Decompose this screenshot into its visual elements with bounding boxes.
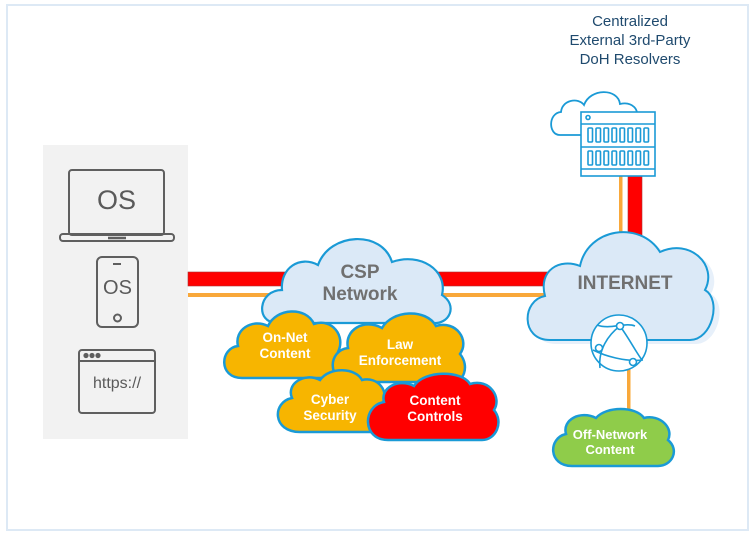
phone-os-label: OS (103, 277, 132, 299)
resolvers-title: Centralized External 3rd-Party DoH Resol… (520, 12, 740, 69)
law-enforcement-label: Law Enforcement (345, 337, 455, 368)
server-slot (595, 127, 602, 143)
cyber-label-line: Cyber (310, 392, 350, 407)
law-label-line: Law (386, 337, 414, 352)
server-slot (627, 150, 634, 166)
cyber-security-label: Cyber Security (290, 392, 370, 423)
off-network-label-line: Off-Network (572, 427, 648, 442)
csp-network-cloud (261, 238, 452, 325)
server-slot (643, 150, 650, 166)
globe-icon (590, 314, 648, 372)
law-enforcement-cloud (331, 312, 467, 384)
server-slot (611, 127, 618, 143)
laptop-icon (59, 169, 175, 242)
off-network-content-cloud (551, 407, 676, 468)
server-slot (587, 127, 594, 143)
resolvers-title-line: External 3rd-Party (569, 32, 691, 49)
content-controls-label: Content Controls (385, 393, 485, 424)
on-net-label-line: On-Net (262, 330, 308, 345)
on-net-label-line: Content (259, 345, 311, 361)
resolvers-title-line: DoH Resolvers (579, 51, 681, 68)
server-slot (603, 150, 610, 166)
law-label-line: Enforcement (358, 352, 442, 368)
phone-icon (96, 256, 139, 328)
csp-label-line: Network (322, 283, 398, 305)
on-net-content-label: On-Net Content (240, 330, 330, 361)
resolvers-title-line: Centralized (592, 13, 668, 30)
off-network-content-label: Off-Network Content (560, 427, 660, 458)
dns-server-icon (580, 111, 656, 177)
server-slot (595, 150, 602, 166)
server-slot (587, 150, 594, 166)
csp-label-line: CSP (340, 262, 380, 283)
server-slot (635, 150, 642, 166)
diagram-frame (6, 4, 749, 531)
controls-label-line: Controls (407, 408, 463, 424)
server-slot (619, 127, 626, 143)
internet-cloud (526, 231, 720, 344)
server-slot (619, 150, 626, 166)
server-slot (643, 127, 650, 143)
server-slot (635, 127, 642, 143)
browser-window-icon (78, 349, 156, 414)
browser-url-label: https:// (92, 375, 142, 392)
csp-network-label: CSP Network (300, 262, 420, 306)
internet-label: INTERNET (577, 273, 673, 294)
server-slot (627, 127, 634, 143)
cyber-label-line: Security (303, 407, 357, 423)
laptop-os-label: OS (96, 185, 136, 215)
controls-label-line: Content (409, 393, 461, 408)
server-slot (611, 150, 618, 166)
content-controls-cloud (366, 372, 500, 442)
server-slot (603, 127, 610, 143)
off-network-label-line: Content (585, 441, 635, 457)
